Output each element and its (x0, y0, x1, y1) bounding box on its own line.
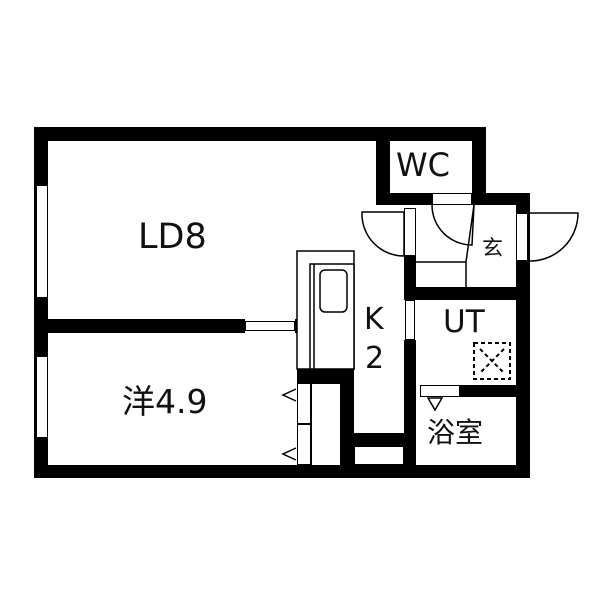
sink-icon (319, 269, 348, 313)
closet-arrow-upper (281, 388, 297, 402)
ut-door (405, 300, 415, 340)
window-ld (36, 185, 48, 298)
label-wc: WC (396, 146, 450, 184)
bath-step-icon (426, 397, 444, 412)
kitchen-door-swing (361, 211, 405, 257)
closet-interior (311, 383, 340, 465)
wall-ld-western (48, 319, 245, 333)
entrance-step (416, 204, 475, 287)
wall-entrance-bottom (404, 287, 530, 300)
closet-door-lower (297, 424, 311, 465)
kitchen-bottom-opening (354, 446, 404, 465)
bath-door (420, 385, 460, 397)
entrance-door-right-jamb (516, 213, 528, 261)
label-entrance: 玄 (482, 236, 503, 260)
wall-top (34, 127, 390, 141)
wall-wc-top (376, 127, 486, 141)
wall-closet-top (297, 369, 354, 383)
wc-door-swing (431, 204, 475, 246)
label-bath: 浴室 (427, 416, 484, 449)
front-door-swing (529, 212, 579, 262)
wall-ut-left-lower (404, 340, 416, 478)
washer-pan-icon (473, 342, 511, 380)
kitchen-counter (296, 250, 355, 370)
wall-kitchen-bottom-ledge (340, 433, 404, 446)
closet-arrow-lower (281, 447, 297, 461)
label-ut: UT (443, 304, 485, 340)
label-ld: LD8 (138, 217, 207, 257)
wall-ut-bath (460, 385, 530, 397)
label-kitchen-k: K (364, 302, 384, 337)
wall-wc-right (472, 127, 486, 205)
wall-closet-right (340, 369, 354, 478)
wc-door-frame (432, 193, 472, 205)
sliding-door-ld-western (245, 321, 295, 331)
label-kitchen-size: 2 (365, 341, 385, 376)
wall-right (516, 193, 530, 478)
window-western (36, 356, 48, 438)
label-western: 洋4.9 (122, 382, 208, 421)
wall-wc-left (376, 127, 390, 205)
closet-door-upper (297, 383, 311, 424)
